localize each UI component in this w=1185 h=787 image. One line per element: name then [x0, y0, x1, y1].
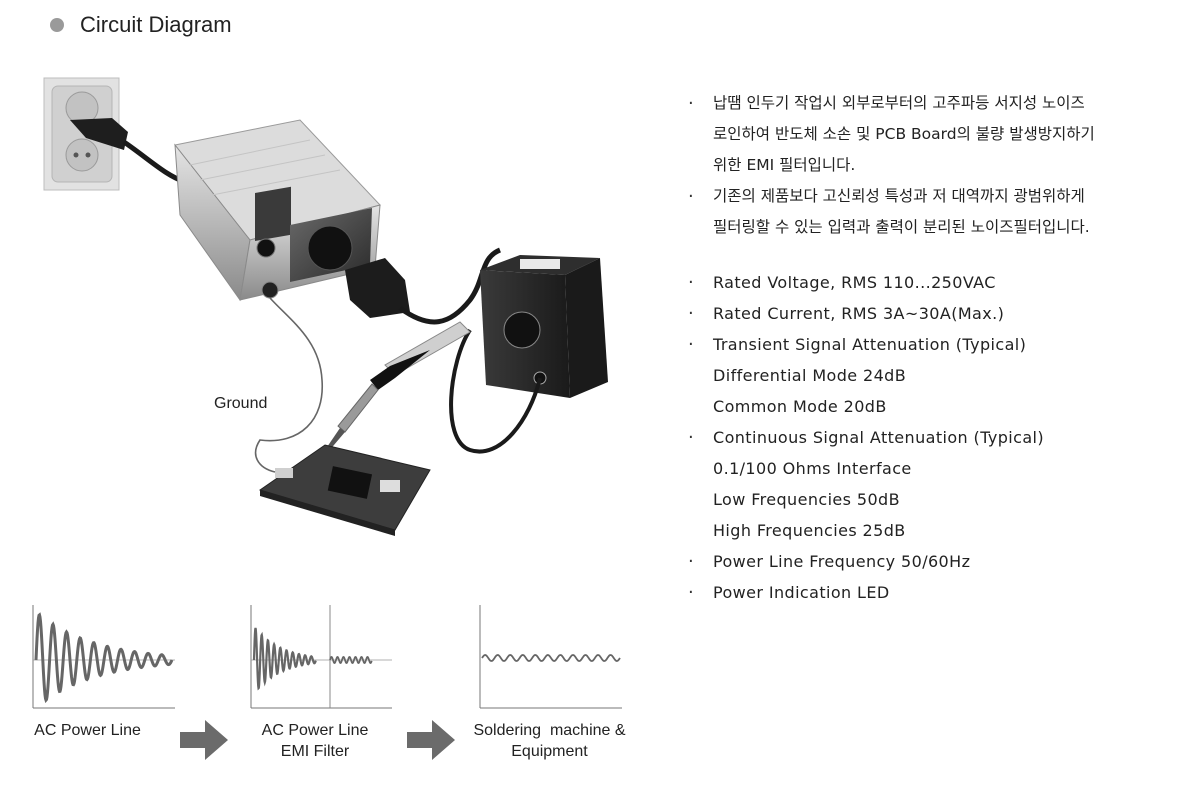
- spec-item: Power Line Frequency 50/60Hz: [688, 546, 1168, 577]
- korean-desc-1-line-2: 로인하여 반도체 소손 및 PCB Board의 불량 발생방지하기: [713, 125, 1095, 143]
- korean-desc-1-line-1: 납땜 인두기 작업시 외부로부터의 고주파등 서지성 노이즈: [688, 88, 1168, 119]
- spec-item: Power Indication LED: [688, 577, 1168, 608]
- ground-label: Ground: [214, 395, 268, 412]
- soldering-iron: [325, 321, 471, 452]
- description-panel: 납땜 인두기 작업시 외부로부터의 고주파등 서지성 노이즈 로인하여 반도체 …: [688, 88, 1168, 608]
- ground-wire: [254, 297, 323, 473]
- korean-desc-1-line-3: 위한 EMI 필터입니다.: [713, 156, 856, 174]
- caption-ac-power-line: AC Power Line: [34, 722, 141, 739]
- spec-item: Common Mode 20dB: [713, 397, 887, 416]
- title-bullet-dot: [50, 18, 64, 32]
- korean-desc-2-line-2: 필터링할 수 있는 입력과 출력이 분리된 노이즈필터입니다.: [713, 218, 1090, 236]
- outlet-plug: [70, 118, 128, 150]
- output-plug: [345, 258, 410, 318]
- section-header: Circuit Diagram: [50, 12, 232, 38]
- waveform-comparison: [32, 605, 622, 760]
- waveform-equipment: [479, 605, 622, 709]
- spec-item: Low Frequencies 50dB: [713, 490, 900, 509]
- arrow-right-icon: [180, 720, 228, 760]
- setup-illustration: [43, 77, 608, 536]
- soldering-station: [480, 255, 608, 398]
- waveform-ac-power-line: [32, 605, 175, 709]
- spec-item: Differential Mode 24dB: [713, 366, 907, 385]
- spec-item: Rated Voltage, RMS 110...250VAC: [688, 267, 1168, 298]
- spec-item: High Frequencies 25dB: [713, 521, 906, 540]
- page-title: Circuit Diagram: [80, 12, 232, 37]
- caption-emi-filter: AC Power Line EMI Filter: [261, 722, 369, 760]
- emi-filter-unit: [174, 119, 381, 302]
- spec-item: Transient Signal Attenuation (Typical): [688, 329, 1168, 360]
- spec-item: Rated Current, RMS 3A~30A(Max.): [688, 298, 1168, 329]
- spec-item: Continuous Signal Attenuation (Typical): [688, 422, 1168, 453]
- caption-equipment: Soldering machine & Equipment: [473, 722, 626, 760]
- pcb-board: [258, 444, 431, 536]
- arrow-right-icon: [407, 720, 455, 760]
- waveform-emi-filter: [250, 605, 392, 709]
- spec-list: Rated Voltage, RMS 110...250VACRated Cur…: [688, 267, 1168, 608]
- korean-desc-2-line-1: 기존의 제품보다 고신뢰성 특성과 저 대역까지 광범위하게: [688, 181, 1168, 212]
- spec-item: 0.1/100 Ohms Interface: [713, 459, 912, 478]
